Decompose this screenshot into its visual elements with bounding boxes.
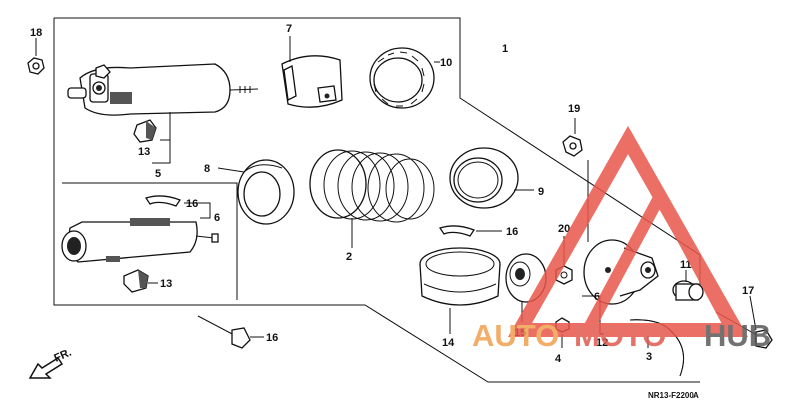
watermark-triangle-large: [507, 125, 749, 337]
callout-1: 1: [502, 43, 508, 55]
callout-11: 12: [596, 337, 608, 349]
front-direction-arrow: FR.: [28, 347, 73, 379]
callout-14: 14: [442, 337, 455, 349]
watermark-brand-auto: AUTO: [472, 318, 559, 353]
svg-text:NR13-F2200: NR13-F2200: [648, 391, 694, 400]
bearing-ring-8: [369, 47, 440, 109]
callout-16-left: 16: [186, 198, 198, 210]
callout-4: 4: [555, 353, 562, 365]
callout-13-upper: 13: [138, 146, 150, 158]
watermark-brand-moto: MOTO: [574, 318, 666, 353]
front-label: FR.: [52, 347, 73, 365]
callout-6-right: 6: [594, 291, 600, 303]
drawing-code: NR13-F2200 A: [648, 391, 699, 400]
callout-6-left: 6: [214, 212, 220, 224]
callout-7: 7: [286, 23, 292, 35]
collar-12: [672, 270, 704, 301]
damper-upper: [67, 63, 259, 143]
callout-12: 11: [680, 259, 692, 271]
nut-19-right: [562, 118, 583, 157]
callout-18: 17: [742, 285, 754, 297]
bolt-17: [197, 315, 264, 349]
spring-seat-9: [217, 159, 295, 225]
damper-lower: [61, 195, 219, 293]
callout-19-left: 18: [30, 27, 42, 39]
shim-16-right: [438, 225, 502, 237]
watermark-logo: AUTO MOTO HUB: [472, 125, 771, 353]
callout-9: 8: [204, 163, 210, 175]
callout-19-right: 19: [568, 103, 580, 115]
callout-3: 3: [646, 351, 652, 363]
callout-17: 16: [266, 332, 278, 344]
callout-10: 9: [538, 186, 544, 198]
callout-13-lower: 13: [160, 278, 172, 290]
callout-16-right: 16: [506, 226, 518, 238]
callout-2: 2: [346, 251, 352, 263]
callout-20: 20: [558, 223, 570, 235]
nut-19-left: [27, 38, 45, 75]
svg-text:A: A: [693, 391, 699, 400]
callout-8: 10: [440, 57, 452, 69]
coil-spring-2: [309, 149, 435, 248]
watermark-triangle-small: [577, 183, 743, 336]
watermark-brand-hub: HUB: [704, 318, 771, 353]
dust-cover-14: [419, 247, 501, 334]
spring-adjuster-10: [449, 147, 534, 209]
callout-5: 5: [155, 168, 161, 180]
callout-labels: 18 7 1 10 13 5 8 9 16 6 2 16 20 19 11 13…: [30, 23, 754, 365]
spring-seat-7: [281, 36, 343, 108]
